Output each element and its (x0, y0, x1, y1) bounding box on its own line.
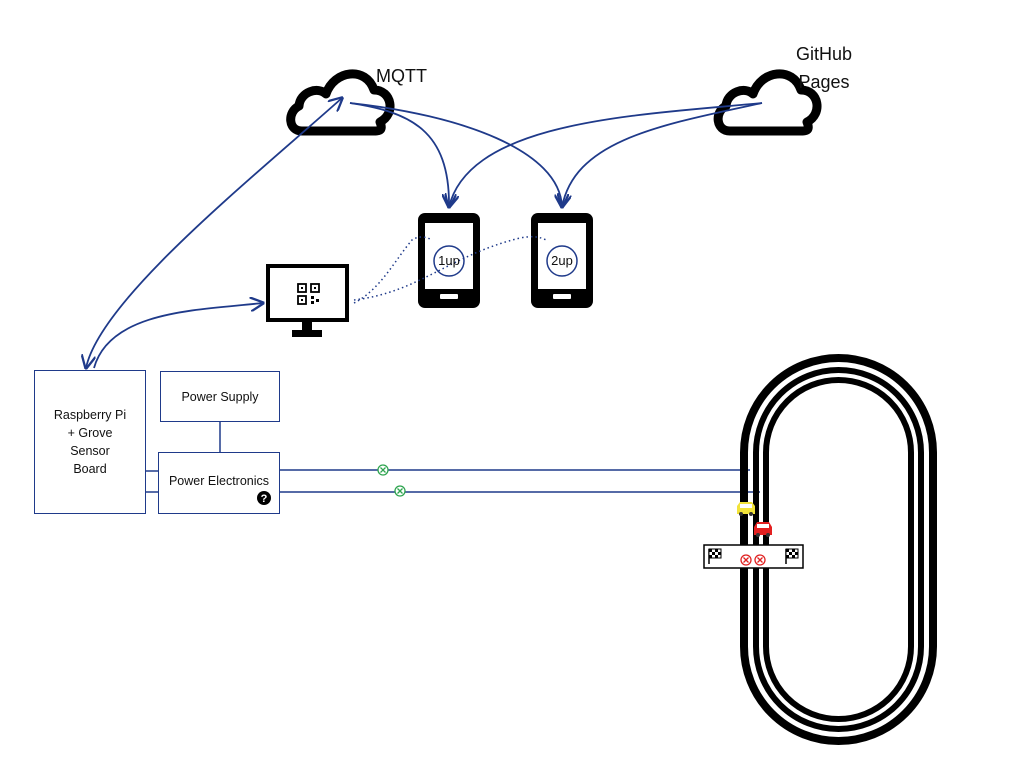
track-rails (280, 469, 760, 493)
phone-1up-label: 1up (438, 253, 460, 268)
phone-2up-icon (531, 213, 593, 308)
power-electronics-box: Power Electronics ? (158, 452, 280, 514)
raspberry-pi-label: Raspberry Pi + Grove Sensor Board (53, 408, 127, 476)
phone-1up-icon (418, 213, 480, 308)
github-label-line2: Pages (798, 72, 850, 92)
lap-sensor-red-icon (754, 554, 766, 566)
lap-sensor-red-icon (740, 554, 752, 566)
car-red-icon (754, 522, 772, 537)
finish-line-bar (703, 544, 804, 569)
rail-sensor-green-icon (394, 485, 406, 497)
github-pages-label: GitHub Pages (796, 40, 852, 96)
power-electronics-label: Power Electronics (168, 474, 270, 488)
raspberry-pi-box: Raspberry Pi + Grove Sensor Board (34, 370, 146, 514)
phone-2up-label: 2up (551, 253, 573, 268)
car-yellow-icon (737, 502, 755, 516)
svg-text:?: ? (261, 493, 268, 505)
mqtt-label: MQTT (376, 66, 427, 86)
github-label-line1: GitHub (796, 44, 853, 64)
checkered-flag-right-icon (785, 548, 799, 564)
question-circle-icon: ? (257, 491, 271, 505)
box-connectors (146, 422, 221, 493)
power-supply-box: Power Supply (160, 371, 280, 422)
power-supply-label: Power Supply (181, 389, 259, 404)
qr-scan-lines (353, 235, 547, 304)
connection-arrows (86, 98, 763, 368)
checkered-flag-left-icon (708, 548, 722, 564)
monitor-qr-icon (266, 264, 349, 337)
rail-sensor-green-icon (377, 464, 389, 476)
